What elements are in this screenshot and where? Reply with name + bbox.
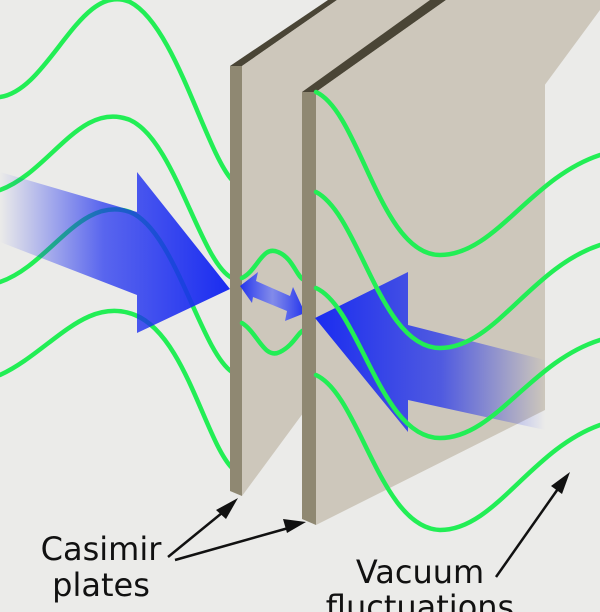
- left-pressure-arrow-icon: [0, 172, 230, 333]
- gap-double-arrow-icon: [240, 272, 305, 321]
- wave-line: [0, 308, 235, 471]
- black-arrow-icon: [283, 519, 306, 533]
- right-plate-edge: [302, 92, 316, 525]
- vacuum-fluctuations-label-line2: fluctuations: [326, 588, 514, 612]
- wave-line: [0, 0, 235, 183]
- right-waves: [313, 89, 600, 533]
- casimir-plates-label-line2: plates: [52, 566, 150, 604]
- right-plate-top: [302, 0, 446, 92]
- black-arrow-icon: [551, 472, 570, 494]
- left-plate-top: [230, 0, 337, 66]
- wave-line: [313, 285, 600, 441]
- pointer-arrows: [167, 472, 570, 578]
- wave-line: [313, 372, 600, 533]
- vacuum-fluctuations-label-line1: Vacuum: [356, 553, 484, 591]
- pointer-line: [174, 525, 293, 562]
- wave-line: [0, 114, 235, 281]
- right-pressure-arrow-icon: [315, 272, 545, 432]
- wave-line: [239, 248, 307, 283]
- gap-waves: [239, 248, 307, 356]
- casimir-plates-label-line1: Casimir: [41, 530, 163, 568]
- left-plate-edge: [230, 66, 242, 496]
- wave-line: [239, 320, 307, 356]
- pointer-line: [494, 485, 562, 578]
- black-arrow-icon: [216, 498, 238, 519]
- pointer-line: [167, 507, 229, 558]
- wave-line: [313, 89, 600, 258]
- wave-line: [313, 189, 600, 351]
